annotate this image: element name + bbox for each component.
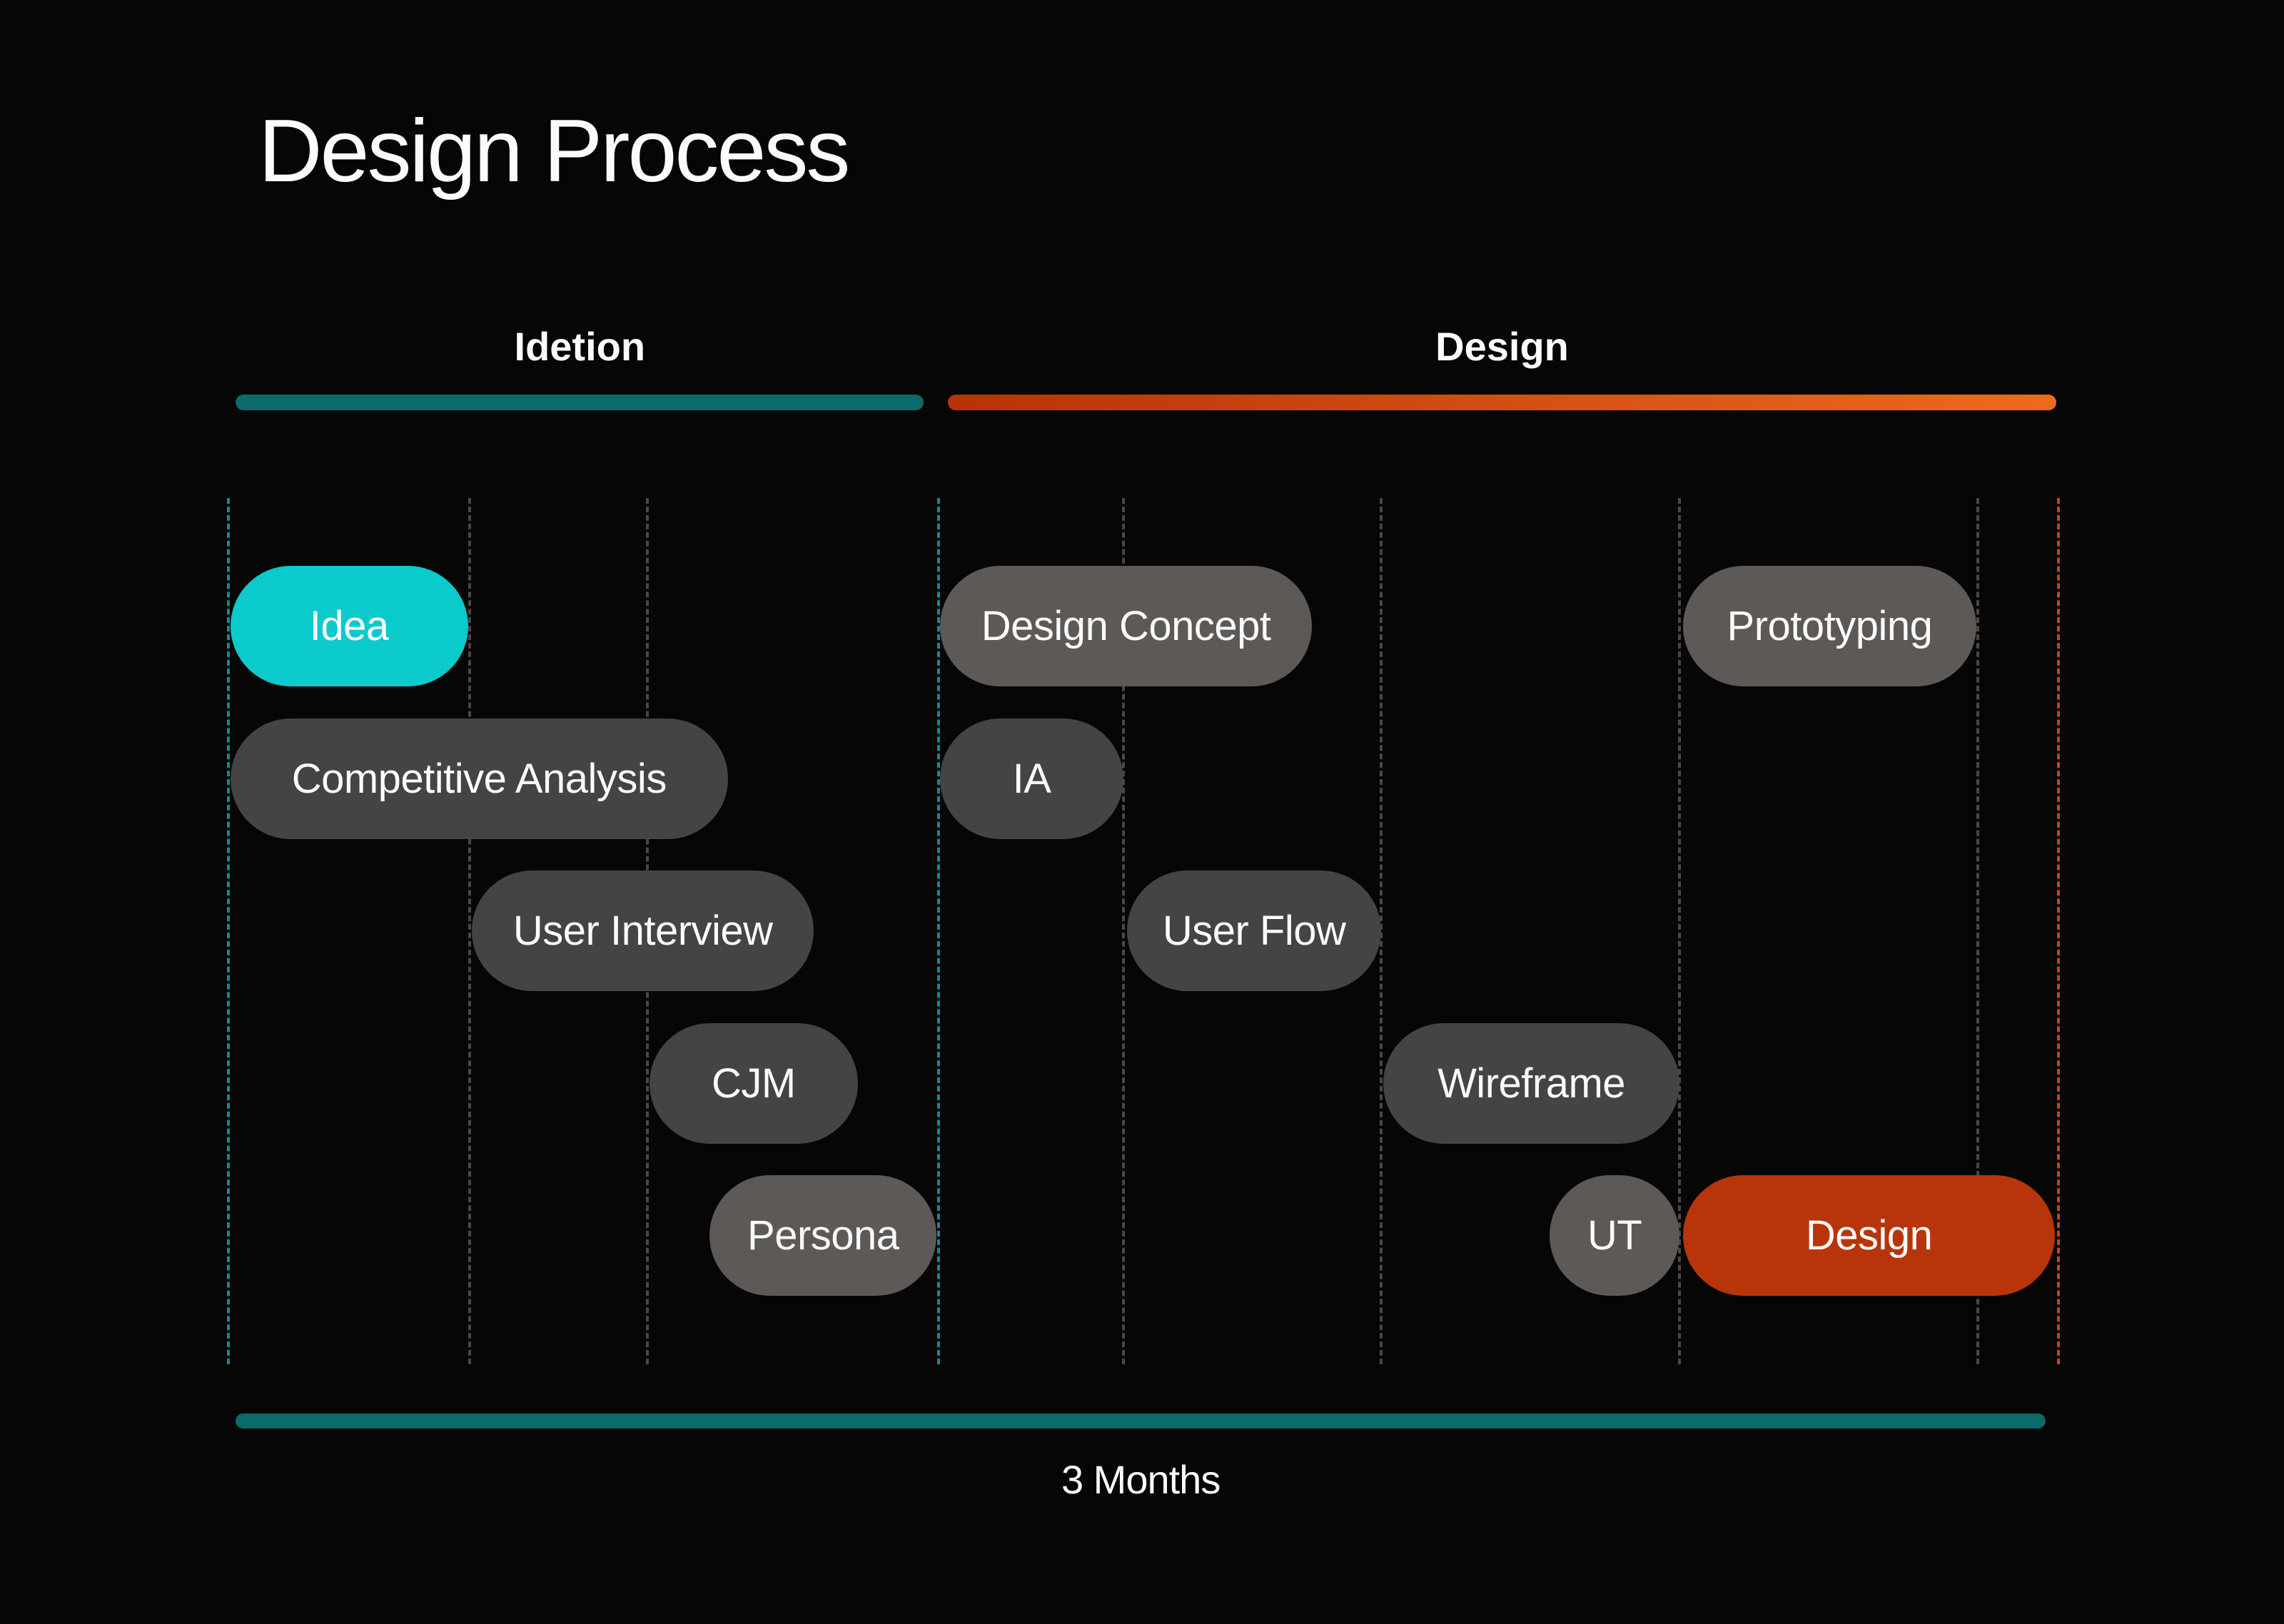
gridline (1678, 498, 1682, 1364)
task-ut: UT (1550, 1175, 1680, 1296)
task-persona: Persona (709, 1175, 937, 1296)
task-competitive-analysis: Competitive Analysis (230, 718, 728, 839)
gridline (936, 498, 940, 1364)
task-cjm: CJM (649, 1022, 858, 1144)
task-prototyping: Prototyping (1683, 566, 1976, 686)
phase-label-idetion: Idetion (514, 324, 646, 369)
task-idea: Idea (230, 566, 468, 686)
gridline (227, 498, 230, 1364)
gridline (1976, 498, 1980, 1364)
page-title: Design Process (258, 102, 850, 201)
phase-bar-idetion (236, 395, 924, 410)
gridline (1121, 498, 1125, 1364)
task-ia: IA (940, 718, 1123, 839)
gridline (1380, 498, 1383, 1364)
phase-label-design: Design (1435, 324, 1569, 369)
task-design: Design (1683, 1175, 2055, 1296)
task-user-flow: User Flow (1126, 871, 1382, 991)
task-user-interview: User Interview (472, 871, 814, 991)
gridline (2057, 498, 2060, 1364)
phase-bar-design (947, 395, 2057, 410)
duration-label: 3 Months (1061, 1457, 1221, 1502)
task-wireframe: Wireframe (1383, 1022, 1680, 1144)
duration-bar (236, 1414, 2046, 1428)
task-design-concept: Design Concept (940, 566, 1312, 686)
gridline (468, 498, 472, 1364)
